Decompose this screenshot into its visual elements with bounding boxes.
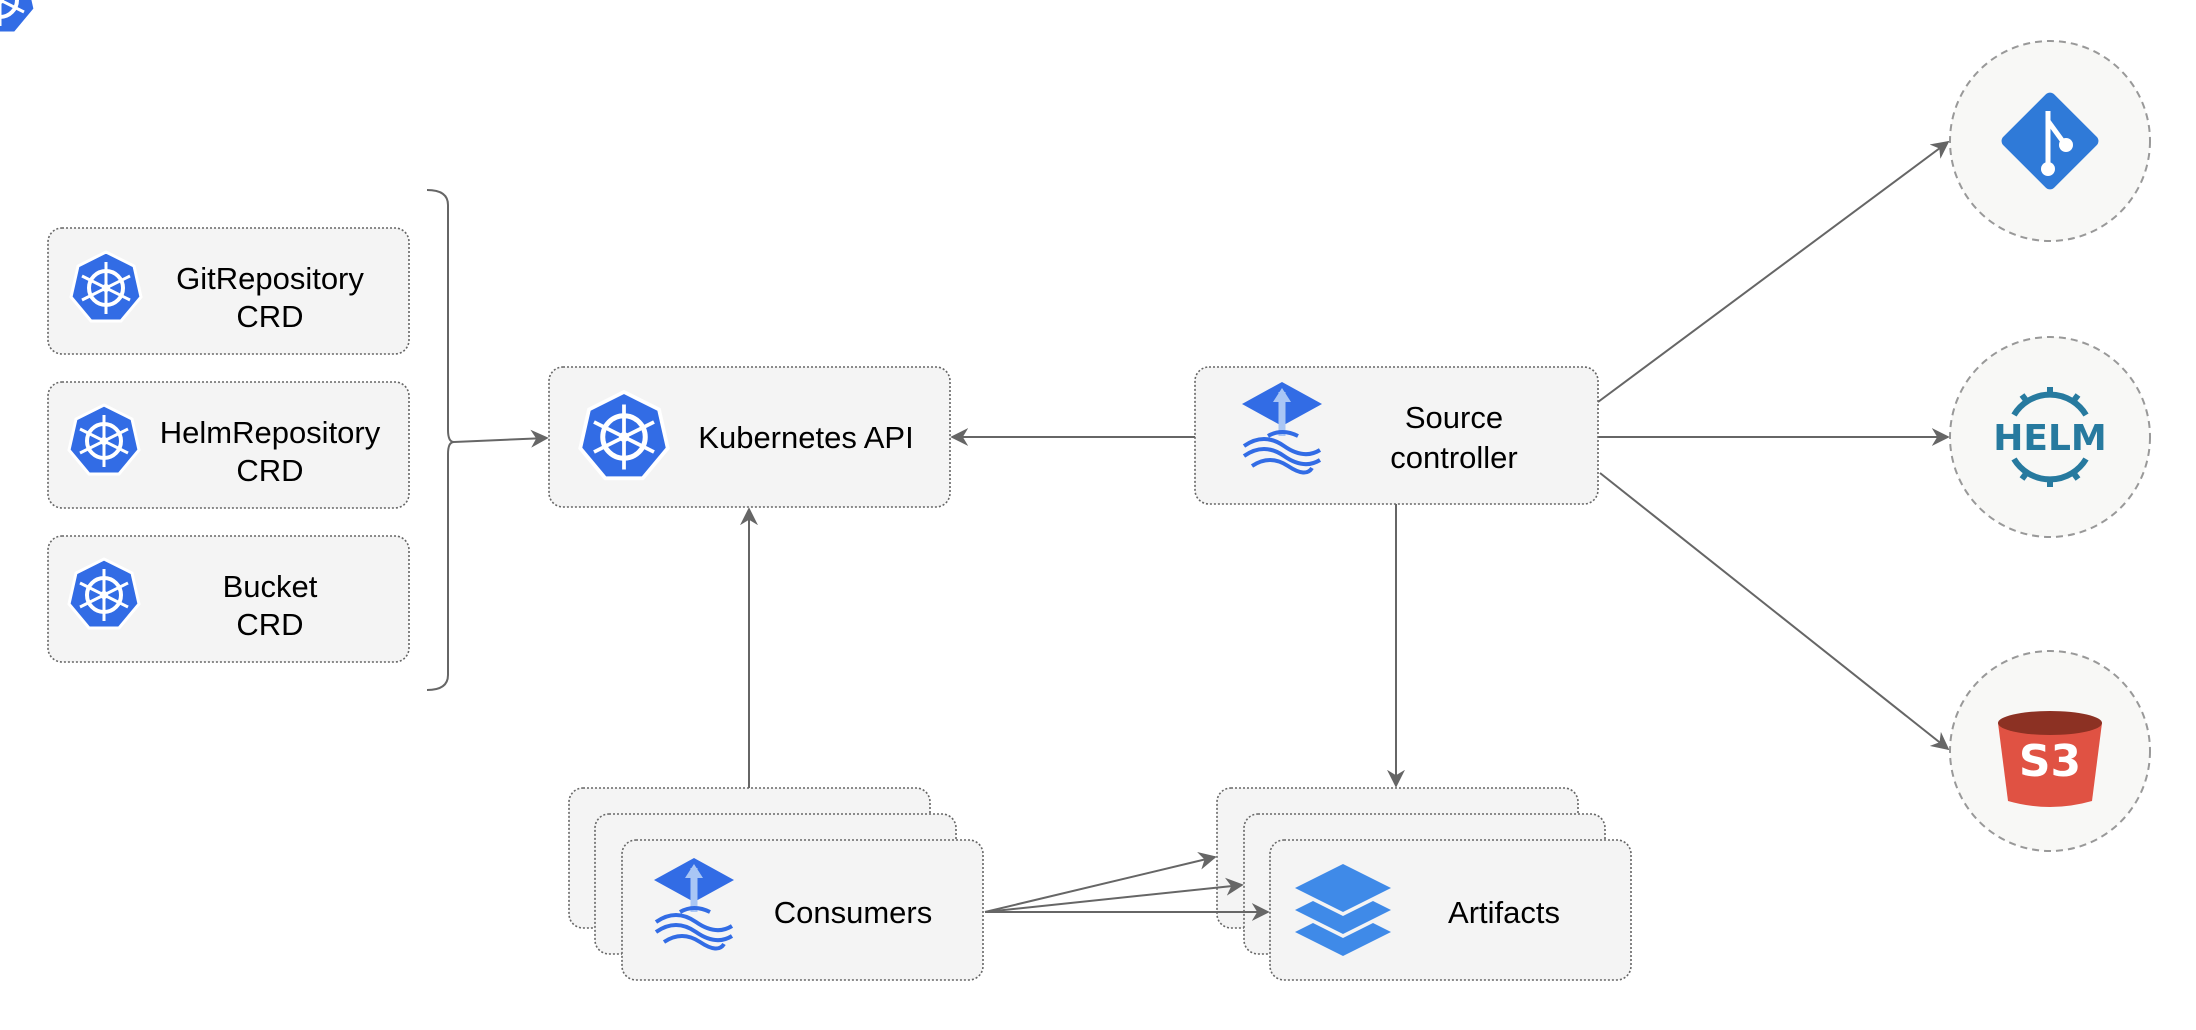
edge-source-controller-to-git <box>1597 140 1950 403</box>
artifacts-label: Artifacts <box>1448 895 1560 930</box>
gitrepository-label: GitRepository <box>176 261 364 296</box>
kubernetes-icon <box>0 0 37 35</box>
gitrepository-crd-node: GitRepository CRD <box>47 227 410 355</box>
s3-bucket-icon: S3 <box>1998 711 2102 807</box>
git-icon <box>2001 92 2099 190</box>
s3-label: S3 <box>2019 736 2081 787</box>
consumers-node: Consumers <box>568 787 984 981</box>
crd-label: CRD <box>236 299 303 334</box>
bucket-crd-node: Bucket CRD <box>47 535 410 663</box>
helm-source-node: HELM <box>1949 336 2151 538</box>
helmrepository-label: HelmRepository <box>160 415 381 450</box>
s3-source-node: S3 <box>1949 650 2151 852</box>
controller-label: controller <box>1390 440 1518 475</box>
helmrepository-crd-node: HelmRepository CRD <box>47 381 410 509</box>
source-label: Source <box>1405 400 1503 435</box>
edge-consumers-to-artifacts-2 <box>984 877 1244 913</box>
grouping-brace <box>426 189 455 691</box>
crd-label: CRD <box>236 453 303 488</box>
kubernetes-api-node: Kubernetes API <box>0 0 951 508</box>
edge-source-controller-to-s3 <box>1599 472 1950 751</box>
edge-crds-to-kubernetes-api <box>453 429 549 448</box>
kubernetes-api-label: Kubernetes API <box>698 420 913 455</box>
edge-consumers-to-artifacts-1 <box>984 852 1217 913</box>
helm-icon: HELM <box>1993 387 2107 487</box>
consumers-label: Consumers <box>774 895 933 930</box>
crd-label: CRD <box>236 607 303 642</box>
source-controller-node: Source controller <box>1194 366 1599 505</box>
artifacts-node: Artifacts <box>1216 787 1632 981</box>
bucket-label: Bucket <box>223 569 318 604</box>
helm-label: HELM <box>1993 418 2106 459</box>
git-source-node <box>1949 40 2151 242</box>
